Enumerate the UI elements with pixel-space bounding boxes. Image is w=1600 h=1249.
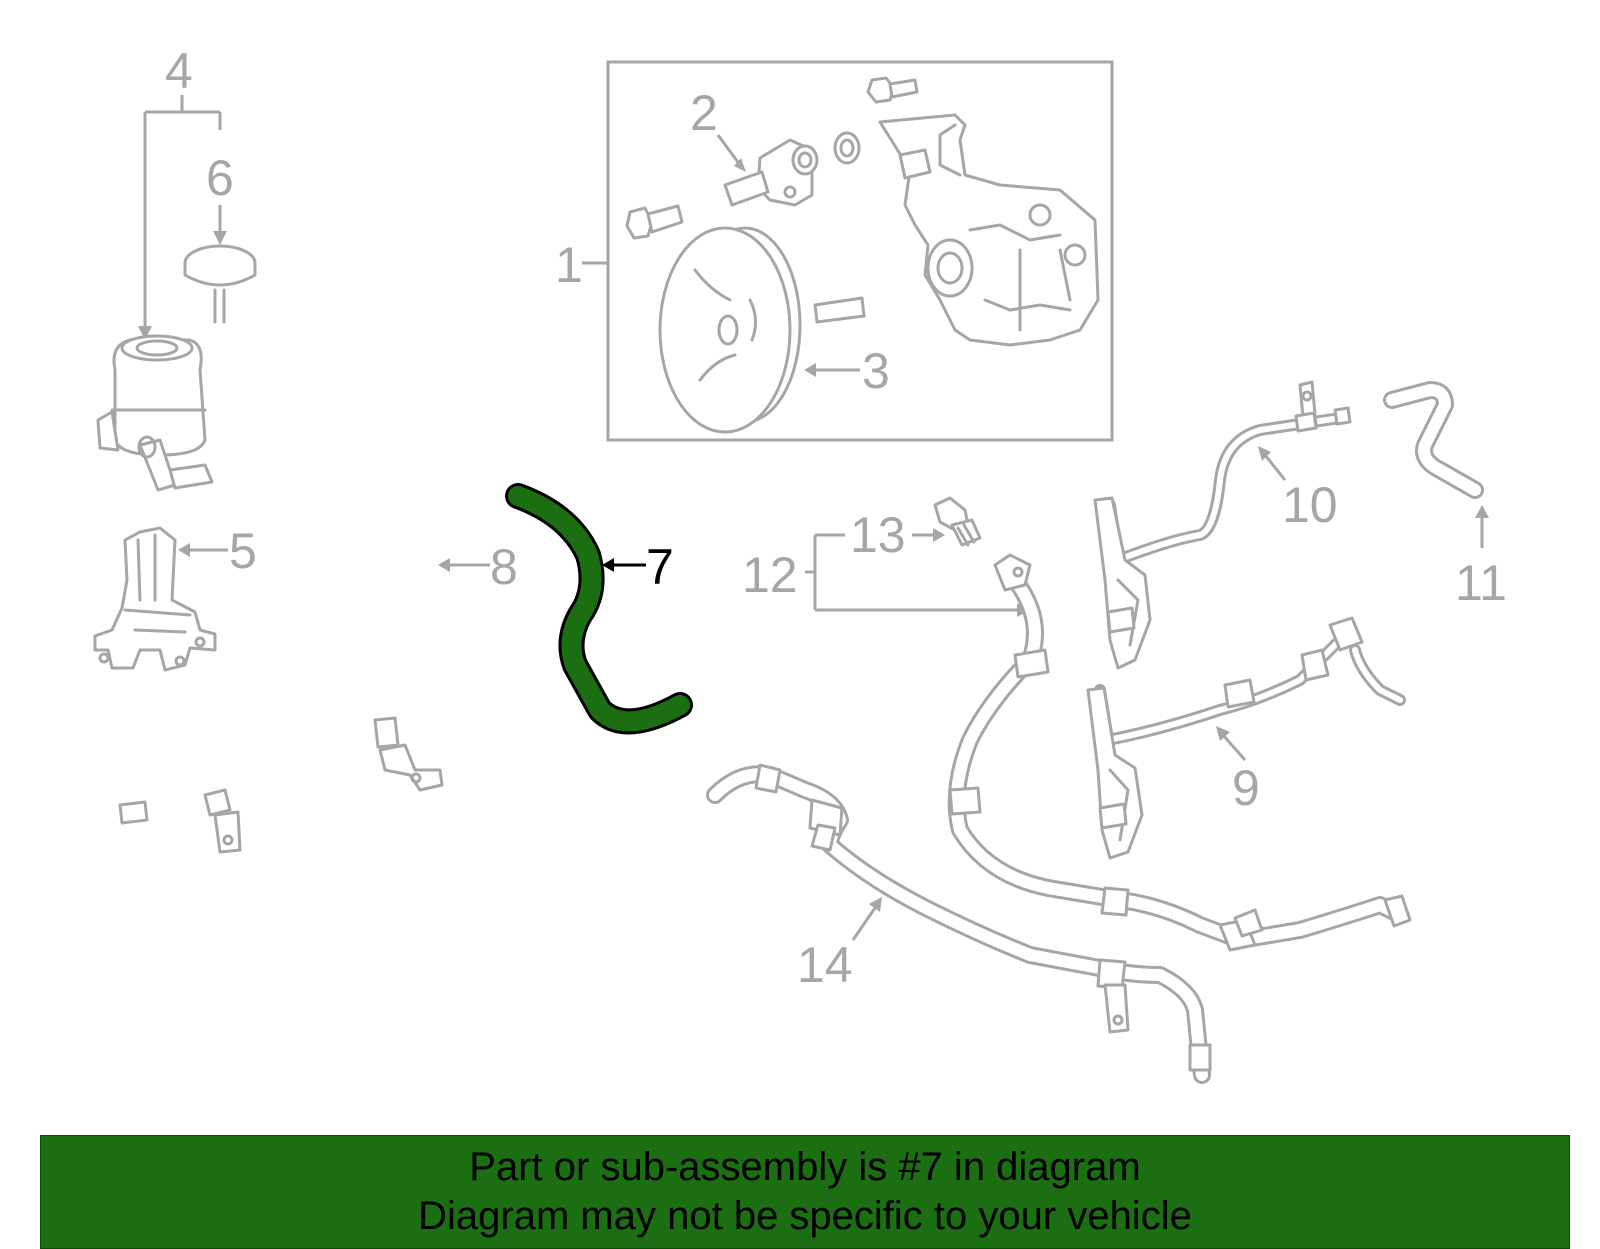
pump-body xyxy=(878,113,1100,347)
callout-8: 8 xyxy=(490,539,518,595)
part-12-pressure-hose xyxy=(947,553,1412,952)
callout-14-arrow xyxy=(869,897,882,912)
callout-11: 11 xyxy=(1455,555,1507,611)
banner-line-part: Part or sub-assembly is #7 in diagram xyxy=(469,1145,1141,1189)
callout-1: 1 xyxy=(555,237,583,293)
callout-4: 4 xyxy=(165,43,193,99)
callout-2: 2 xyxy=(690,85,718,141)
callout-10-leader xyxy=(1263,454,1287,481)
callout-12: 12 xyxy=(742,547,798,603)
part-9-line xyxy=(1086,616,1406,860)
part-14-return-hose xyxy=(706,763,1212,1084)
bolt-left xyxy=(625,204,684,240)
part-10-line xyxy=(1093,380,1352,670)
part-3-pulley xyxy=(658,226,866,434)
callout-7-arrow xyxy=(602,558,614,572)
part-4-reservoir xyxy=(96,334,214,492)
callout-13-arrow xyxy=(933,528,945,542)
callout-13: 13 xyxy=(850,507,906,563)
callout-3: 3 xyxy=(862,343,890,399)
callout-4-arrow xyxy=(138,326,152,340)
pump-assembly-box xyxy=(606,60,1114,442)
o-ring xyxy=(833,131,861,165)
callout-9: 9 xyxy=(1232,760,1260,816)
callout-9-arrow xyxy=(1216,726,1230,741)
callout-10-arrow xyxy=(1258,446,1271,461)
banner-line-disclaimer: Diagram may not be specific to your vehi… xyxy=(418,1194,1192,1238)
callout-3-arrow xyxy=(804,363,816,377)
callout-6-arrow xyxy=(213,231,227,245)
callout-2-arrow xyxy=(734,158,746,172)
part-6-cap xyxy=(183,244,257,324)
part-7-fill xyxy=(508,486,690,732)
part-11-hose xyxy=(1383,381,1484,499)
callout-5-arrow xyxy=(178,543,190,557)
callout-11-arrow xyxy=(1475,505,1489,518)
callout-2-leader xyxy=(716,134,742,166)
o-ring-inner xyxy=(839,138,855,158)
callout-10: 10 xyxy=(1282,477,1338,533)
part-7-hose-highlighted xyxy=(505,483,693,735)
callout-5: 5 xyxy=(229,523,257,579)
callout-8-arrow xyxy=(438,558,450,572)
part-5-bracket xyxy=(93,526,217,672)
part-2-fitting xyxy=(723,138,819,207)
callout-14-leader xyxy=(851,904,879,941)
part-8-hose xyxy=(118,476,444,861)
part-13-sensor xyxy=(933,496,982,547)
info-banner: Part or sub-assembly is #7 in diagram Di… xyxy=(40,1135,1570,1249)
callout-9-leader xyxy=(1221,734,1247,761)
callout-6: 6 xyxy=(206,150,234,206)
callout-14: 14 xyxy=(797,937,853,993)
bolt-top xyxy=(866,76,919,104)
callout-7: 7 xyxy=(646,539,674,595)
